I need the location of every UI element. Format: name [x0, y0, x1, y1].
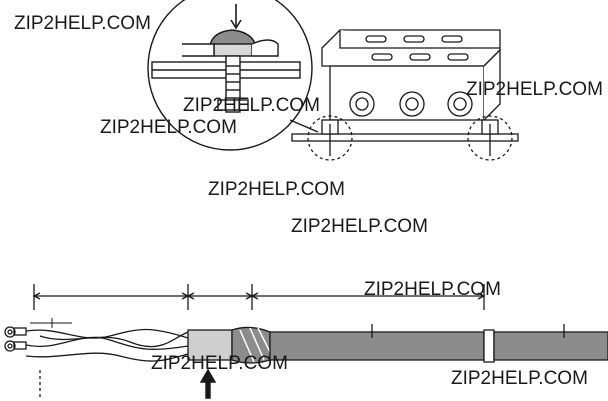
cable-sheath-end — [493, 331, 608, 361]
watermark-text: ZIP2HELP.COM — [151, 353, 288, 374]
ring-terminal-icon — [4, 326, 27, 352]
cable-gland — [349, 91, 375, 117]
watermark-text: ZIP2HELP.COM — [451, 368, 588, 389]
arrow-up-icon — [199, 368, 217, 399]
cable-gland — [447, 91, 473, 117]
watermark-text: ZIP2HELP.COM — [291, 216, 428, 237]
watermark-text: ZIP2HELP.COM — [208, 179, 345, 200]
watermark-text: ZIP2HELP.COM — [466, 79, 603, 100]
watermark-text: ZIP2HELP.COM — [14, 13, 151, 34]
dimension-line — [30, 284, 486, 328]
cable-sheath — [269, 331, 485, 361]
magnified-detail — [147, 0, 319, 151]
arrow-down-icon — [230, 4, 242, 30]
watermark-text: ZIP2HELP.COM — [364, 279, 501, 300]
cable-gland — [399, 91, 425, 117]
stripped-cable — [4, 284, 608, 400]
watermark-text: ZIP2HELP.COM — [100, 117, 237, 138]
junction-box — [291, 29, 519, 161]
screw-head — [209, 29, 257, 47]
watermark-text: ZIP2HELP.COM — [183, 95, 320, 116]
